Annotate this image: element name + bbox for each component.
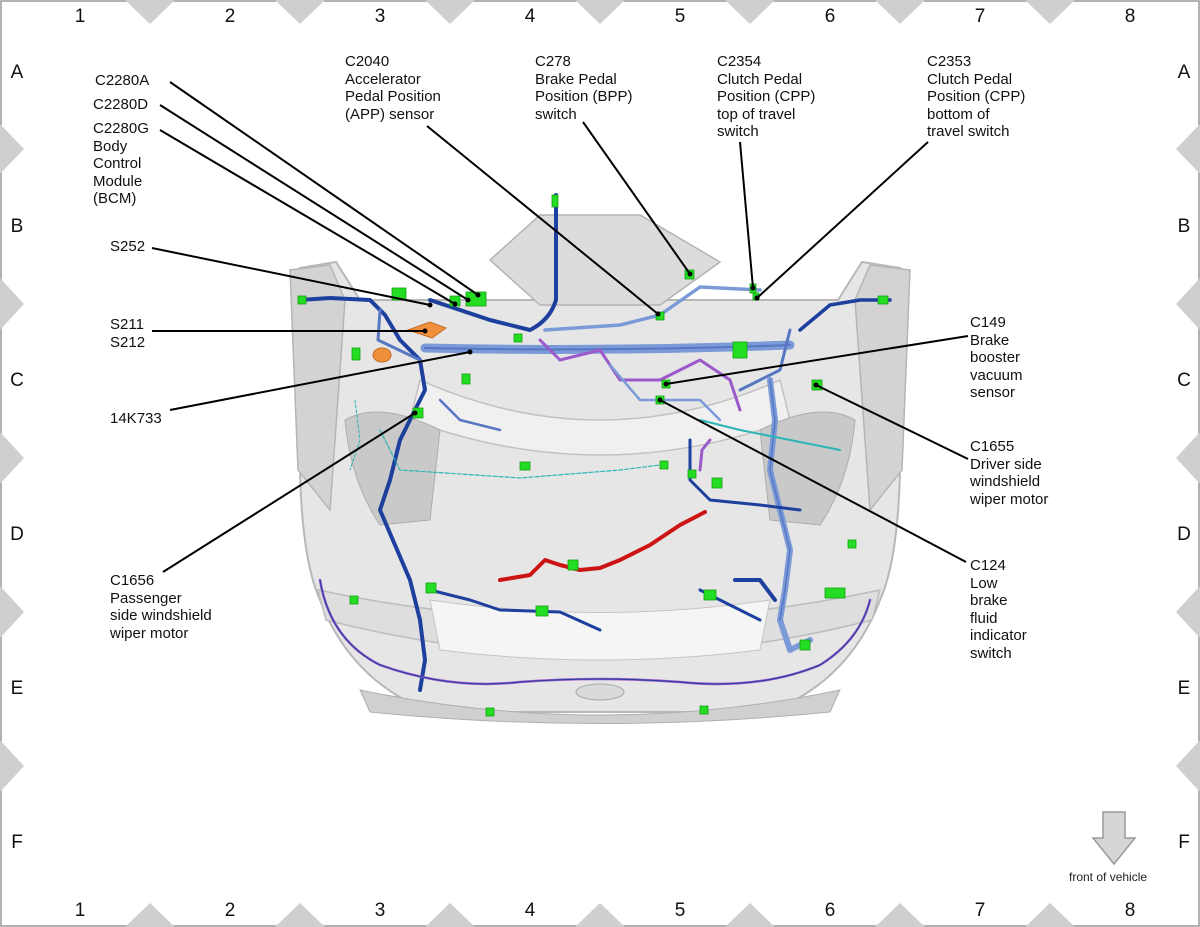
label-c149: C149 Brake booster vacuum sensor <box>970 314 1023 401</box>
grid-col-8-bottom: 8 <box>1125 900 1136 921</box>
leader-c278 <box>582 121 691 275</box>
connector <box>551 194 559 208</box>
grid-col-4-bottom: 4 <box>525 900 536 921</box>
label-s252: S252 <box>110 238 146 255</box>
grid-col-6: 6 <box>825 6 836 27</box>
grid-row-b: B <box>11 216 24 237</box>
grid-row-a-right: A <box>1178 62 1191 83</box>
leader-lines <box>151 81 969 573</box>
grid-col-5: 5 <box>675 6 686 27</box>
grid-row-c: C <box>10 370 24 391</box>
label-c1655: C1655 Driver side windshield wiper motor <box>970 438 1049 508</box>
leader-s252 <box>151 247 431 306</box>
label-c2040: C2040 Accelerator Pedal Position (APP) s… <box>345 53 441 123</box>
label-c1656: C1656 Passenger side windshield wiper mo… <box>110 572 212 642</box>
vehicle-body <box>289 214 911 724</box>
grid-col-3: 3 <box>375 6 386 27</box>
connector <box>297 295 307 305</box>
grid-row-labels-left: A B C D E F <box>10 62 24 853</box>
front-of-vehicle-arrow-icon <box>1091 811 1137 866</box>
leader-c2280g <box>159 129 456 305</box>
grid-row-labels-right: A B C D E F <box>1177 62 1191 853</box>
connector <box>824 587 846 599</box>
connector <box>687 469 697 479</box>
label-c2280a: C2280A <box>95 72 150 89</box>
grid-column-labels-bottom: 1 2 3 4 5 6 7 8 <box>75 900 1136 921</box>
leader-c2354 <box>739 141 754 289</box>
leader-c2280d <box>159 104 469 301</box>
label-c2353: C2353 Clutch Pedal Position (CPP) bottom… <box>927 53 1026 140</box>
connector <box>703 589 717 601</box>
grid-row-d-right: D <box>1177 524 1191 545</box>
connectors <box>297 194 889 717</box>
grid-row-f-right: F <box>1178 832 1190 853</box>
connector <box>351 347 361 361</box>
connector <box>699 705 709 715</box>
grid-row-e-right: E <box>1178 678 1191 699</box>
grid-row-b-right: B <box>1178 216 1191 237</box>
grid-col-7-bottom: 7 <box>975 900 986 921</box>
connector <box>659 460 669 470</box>
grid-row-e: E <box>11 678 24 699</box>
label-s211-s212: S211 S212 <box>110 316 146 351</box>
connector-c2040 <box>655 311 665 321</box>
grid-col-6-bottom: 6 <box>825 900 836 921</box>
leader-c124 <box>659 399 967 563</box>
connector <box>799 639 811 651</box>
grid-col-8: 8 <box>1125 6 1136 27</box>
leader-c2040 <box>426 125 659 315</box>
label-c124: C124 Low brake fluid indicator switch <box>970 557 1027 662</box>
label-c278: C278 Brake Pedal Position (BPP) switch <box>535 53 633 123</box>
connector <box>485 707 495 717</box>
connector <box>711 477 723 489</box>
label-14k733: 14K733 <box>110 410 162 427</box>
leader-c1655 <box>815 384 969 460</box>
leader-14k733 <box>169 351 471 411</box>
front-of-vehicle-label: front of vehicle <box>1069 870 1148 884</box>
connector <box>567 559 579 571</box>
grid-col-7: 7 <box>975 6 986 27</box>
grid-col-2: 2 <box>225 6 236 27</box>
leader-c2280a <box>169 81 479 296</box>
connector <box>847 539 857 549</box>
grid-column-labels-top: 1 2 3 4 5 6 7 8 <box>75 6 1136 27</box>
connector <box>513 333 523 343</box>
grid-col-2-bottom: 2 <box>225 900 236 921</box>
label-c2354: C2354 Clutch Pedal Position (CPP) top of… <box>717 53 816 140</box>
leader-c149 <box>665 335 969 385</box>
leader-arrowheads <box>412 271 819 416</box>
leader-c1656 <box>162 412 416 573</box>
grid-col-1-bottom: 1 <box>75 900 86 921</box>
connector <box>425 582 437 594</box>
label-c2280g-bcm: C2280G Body Control Module (BCM) <box>93 120 149 207</box>
connector <box>349 595 359 605</box>
grid-col-3-bottom: 3 <box>375 900 386 921</box>
wiring-harness <box>298 193 892 692</box>
grid-row-c-right: C <box>1177 370 1191 391</box>
grid-col-4: 4 <box>525 6 536 27</box>
grid-row-f: F <box>11 832 23 853</box>
connector <box>535 605 549 617</box>
connector <box>877 295 889 305</box>
connector <box>519 461 531 471</box>
grid-col-1: 1 <box>75 6 86 27</box>
grid-row-a: A <box>11 62 24 83</box>
leader-c2353 <box>756 141 929 299</box>
connector <box>732 341 748 359</box>
label-c2280d: C2280D <box>93 96 149 113</box>
grid-row-d: D <box>10 524 24 545</box>
grid-col-5-bottom: 5 <box>675 900 686 921</box>
connector <box>461 373 471 385</box>
